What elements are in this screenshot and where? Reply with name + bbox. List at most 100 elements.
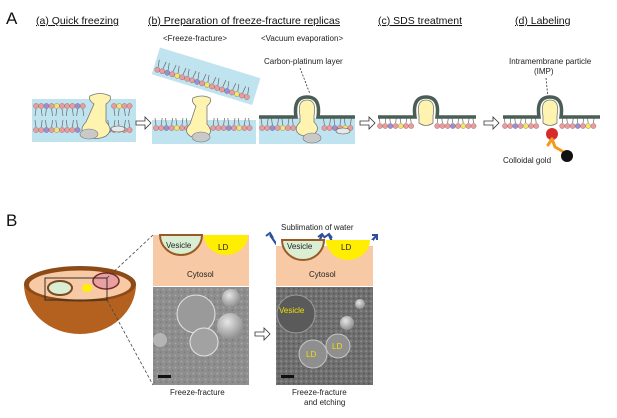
- panel-a-letter: A: [6, 9, 18, 28]
- lipid-head: [168, 125, 175, 131]
- lipid-head: [559, 123, 565, 129]
- upper-leaflet: [154, 59, 250, 100]
- lipid-head: [321, 125, 328, 131]
- imp-leader-line: [545, 77, 549, 99]
- left-schematic: Vesicle LD Cytosol: [153, 234, 249, 286]
- lipid-head: [241, 125, 248, 131]
- lipid-tail: [172, 64, 177, 72]
- lipid-head: [274, 125, 281, 131]
- lipid-tail: [40, 108, 43, 117]
- lipid-head: [33, 127, 39, 133]
- lipid-head: [244, 94, 250, 100]
- carbon-platinum-label: Carbon-platinum layer: [264, 57, 343, 66]
- lipid-head: [408, 123, 414, 129]
- lipid-tail: [72, 108, 74, 117]
- step-c-title: (c) SDS treatment: [378, 15, 462, 27]
- micrograph-vesicle-label: Vesicle: [279, 306, 305, 315]
- lipid-tail: [175, 117, 178, 126]
- lipid-tail: [65, 108, 68, 117]
- lipid-tail: [227, 117, 230, 126]
- scale-bar: [158, 375, 171, 378]
- cytosol-label: Cytosol: [187, 270, 214, 279]
- lipid-tail: [260, 117, 263, 126]
- lipid-head: [111, 103, 117, 109]
- ld-schematic: [326, 240, 370, 260]
- step-c-diagram: [377, 95, 477, 129]
- lipid-head: [174, 125, 180, 131]
- left-caption: Freeze-fracture: [170, 388, 225, 397]
- micrograph-blob: [217, 313, 243, 339]
- lipid-head: [54, 103, 60, 109]
- lipid-head: [236, 125, 242, 131]
- lipid-head: [470, 123, 477, 129]
- lipid-head: [387, 123, 394, 129]
- arrow-head: [265, 231, 274, 239]
- lipid-head: [38, 127, 44, 133]
- right-caption-line1: Freeze-fracture: [292, 388, 347, 397]
- micrograph-vesicle: [276, 294, 316, 334]
- colloidal-gold-label: Colloidal gold: [503, 156, 551, 165]
- lipid-tail: [113, 108, 116, 117]
- lipid-tail: [171, 117, 173, 126]
- ld-in-cell: [82, 284, 92, 292]
- zoom-box: [44, 277, 108, 301]
- lipid-head: [590, 123, 597, 129]
- lipid-tail: [157, 59, 160, 67]
- lipid-tail: [232, 83, 237, 90]
- lipid-tail: [248, 117, 250, 126]
- step-arrow-b-c: [359, 116, 376, 130]
- cytosol-label: Cytosol: [309, 270, 336, 279]
- lipid-tail: [217, 117, 219, 126]
- lipid-tail: [333, 117, 336, 126]
- step-d-title: (d) Labeling: [515, 15, 571, 27]
- lipid-head: [158, 125, 164, 131]
- vacuum-caption: <Vacuum evaporation>: [261, 34, 343, 43]
- carbon-leader-line: [299, 67, 311, 95]
- lipid-head: [290, 125, 296, 131]
- lipid-head: [226, 125, 232, 131]
- step-b-title: (b) Preparation of freeze-fracture repli…: [148, 15, 340, 27]
- lipid-tail: [45, 108, 47, 117]
- imp-label-line2: (IMP): [534, 67, 554, 76]
- antibody-primary: [546, 128, 558, 140]
- lipid-head: [126, 127, 133, 133]
- lipid-tail: [160, 117, 163, 126]
- lipid-tail: [237, 117, 240, 126]
- micrograph-ld: [298, 339, 328, 369]
- antibody-secondary: [550, 137, 564, 153]
- lower-leaflet: [153, 117, 253, 131]
- lipid-tail: [222, 80, 227, 87]
- lipid-tail: [281, 117, 284, 126]
- lipid-tail: [76, 119, 78, 128]
- lipid-tail: [185, 117, 188, 126]
- step-b-fracture-diagram: [151, 47, 261, 144]
- lipid-head: [403, 123, 409, 129]
- lipid-head: [517, 123, 524, 129]
- lipid-head: [455, 123, 461, 129]
- ld-label: LD: [218, 243, 228, 252]
- zoom-line-bottom: [106, 299, 154, 386]
- lipid-tail: [167, 62, 170, 70]
- small-particle: [335, 127, 351, 135]
- lipid-head: [502, 123, 508, 129]
- lipid-head: [280, 125, 286, 131]
- protein-stalk: [191, 131, 211, 143]
- vesicle-label: Vesicle: [166, 241, 192, 250]
- lipid-head: [460, 123, 466, 129]
- scale-bar: [281, 375, 294, 378]
- right-caption-line2: and etching: [304, 398, 345, 407]
- lipid-tail: [51, 108, 53, 117]
- lipid-tail: [277, 117, 279, 126]
- sublimation-label: Sublimation of water: [281, 223, 354, 232]
- vesicle-label: Vesicle: [287, 242, 313, 251]
- protein-stalk: [79, 128, 99, 140]
- micrograph-ld-label: LD: [306, 350, 316, 359]
- lipid-tail: [197, 71, 200, 80]
- lipid-tail: [40, 119, 43, 128]
- lipid-head: [33, 103, 39, 109]
- lipid-head: [48, 103, 55, 109]
- step-a-diagram: [32, 93, 136, 142]
- arrow-head: [372, 234, 378, 240]
- lipid-head: [326, 125, 333, 131]
